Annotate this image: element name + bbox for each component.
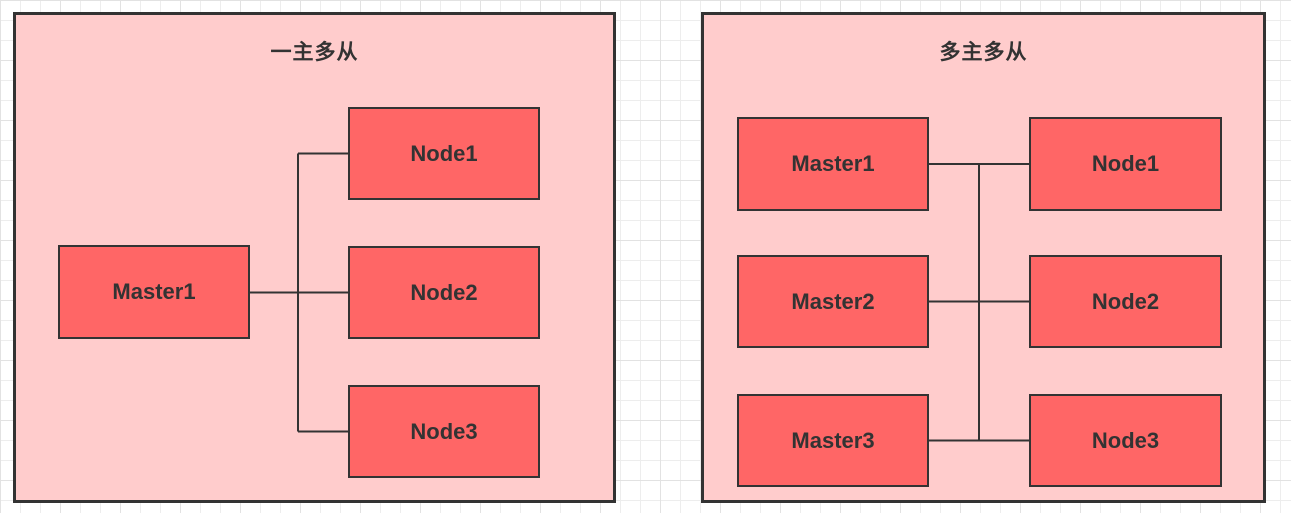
node-label: Node3 [410, 418, 478, 444]
node-label: Master2 [791, 288, 875, 314]
node-label: Node1 [410, 140, 478, 166]
node-label: Node2 [410, 279, 478, 305]
node-label: Master3 [791, 427, 875, 453]
container-title-right: 多主多从 [939, 41, 1028, 64]
node-box-node1-right[interactable]: Node1 [1029, 117, 1222, 211]
node-label: Node3 [1091, 427, 1160, 453]
node-box-master1-right[interactable]: Master1 [737, 117, 929, 211]
node-box-node3-left[interactable]: Node3 [348, 385, 540, 478]
node-box-master2-right[interactable]: Master2 [737, 255, 929, 348]
node-box-node3-right[interactable]: Node3 [1029, 394, 1222, 487]
node-label: Master1 [791, 151, 875, 176]
node-box-node2-right[interactable]: Node2 [1029, 255, 1222, 348]
node-box-master1-left[interactable]: Master1 [58, 245, 250, 339]
node-label: Master1 [112, 279, 196, 304]
node-box-node1-left[interactable]: Node1 [348, 107, 540, 200]
container-title-left: 一主多从 [270, 41, 359, 64]
container-multi-master[interactable]: 多主多从 Master1 Master2 Master3 Node1 Node2… [701, 12, 1266, 503]
node-label: Node2 [1091, 288, 1160, 314]
container-single-master[interactable]: 一主多从 Master1 Node1 Node2 Node3 [13, 12, 616, 503]
node-label: Node1 [1091, 151, 1160, 176]
node-box-node2-left[interactable]: Node2 [348, 246, 540, 339]
node-box-master3-right[interactable]: Master3 [737, 394, 929, 487]
